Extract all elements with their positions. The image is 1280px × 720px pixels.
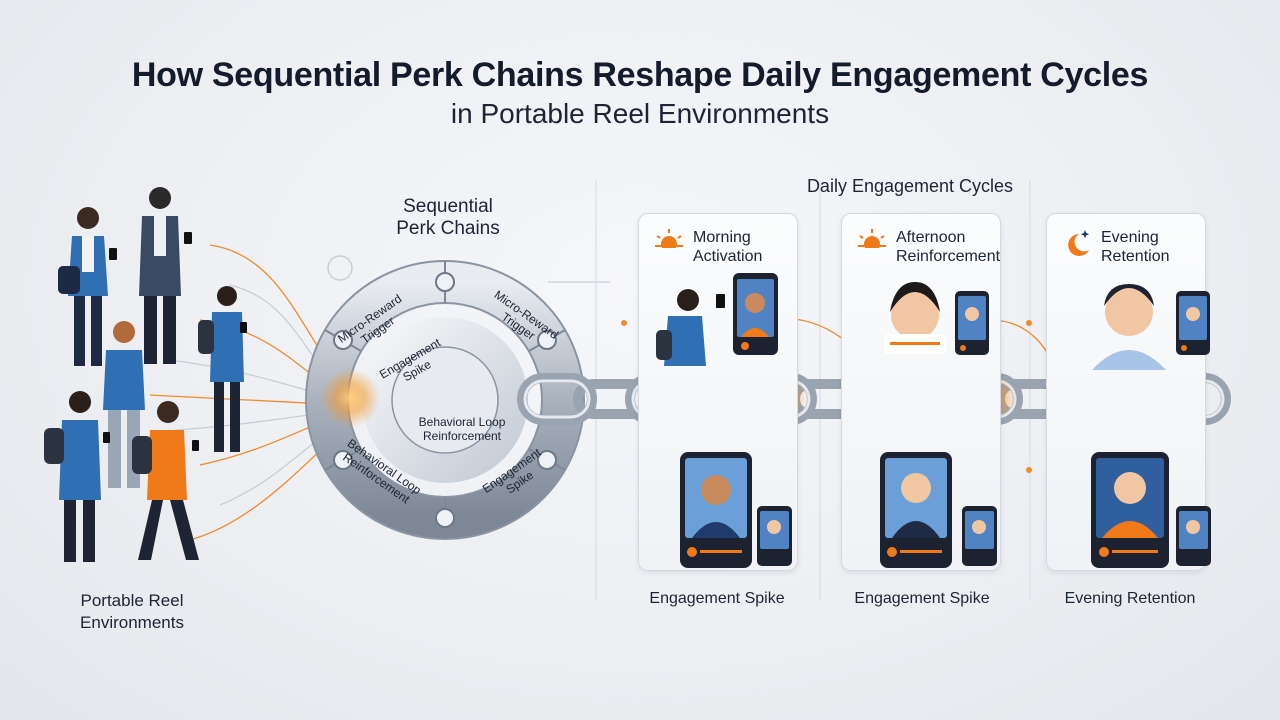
page-title: How Sequential Perk Chains Reshape Daily… <box>131 56 1149 94</box>
sun-icon <box>653 229 685 254</box>
wheel-label-line2: Perk Chains <box>396 218 500 239</box>
cycles-header: Daily Engagement Cycles <box>806 176 1014 196</box>
perk-wheel <box>305 260 585 540</box>
wheel-label: Sequential Perk Chains <box>378 196 518 240</box>
left-label-line2: Environments <box>80 613 184 632</box>
left-label: Portable Reel Environments <box>52 590 212 634</box>
people-group <box>44 187 247 562</box>
card-bottom-label: Engagement Spike <box>649 590 785 607</box>
card-bottom-label: Engagement Spike <box>854 590 990 607</box>
sun-icon <box>856 229 888 254</box>
person-icon <box>198 286 247 452</box>
left-label-line1: Portable Reel <box>80 591 184 610</box>
guide-lines <box>595 180 1031 600</box>
person-icon <box>132 401 199 560</box>
moon-icon <box>1068 230 1090 256</box>
person-icon <box>58 207 117 366</box>
wheel-label-line1: Sequential <box>403 196 493 217</box>
person-icon <box>44 391 110 562</box>
card-bottom-label: Evening Retention <box>1064 590 1196 607</box>
page-subtitle: in Portable Reel Environments <box>450 98 830 129</box>
person-icon <box>139 187 192 364</box>
